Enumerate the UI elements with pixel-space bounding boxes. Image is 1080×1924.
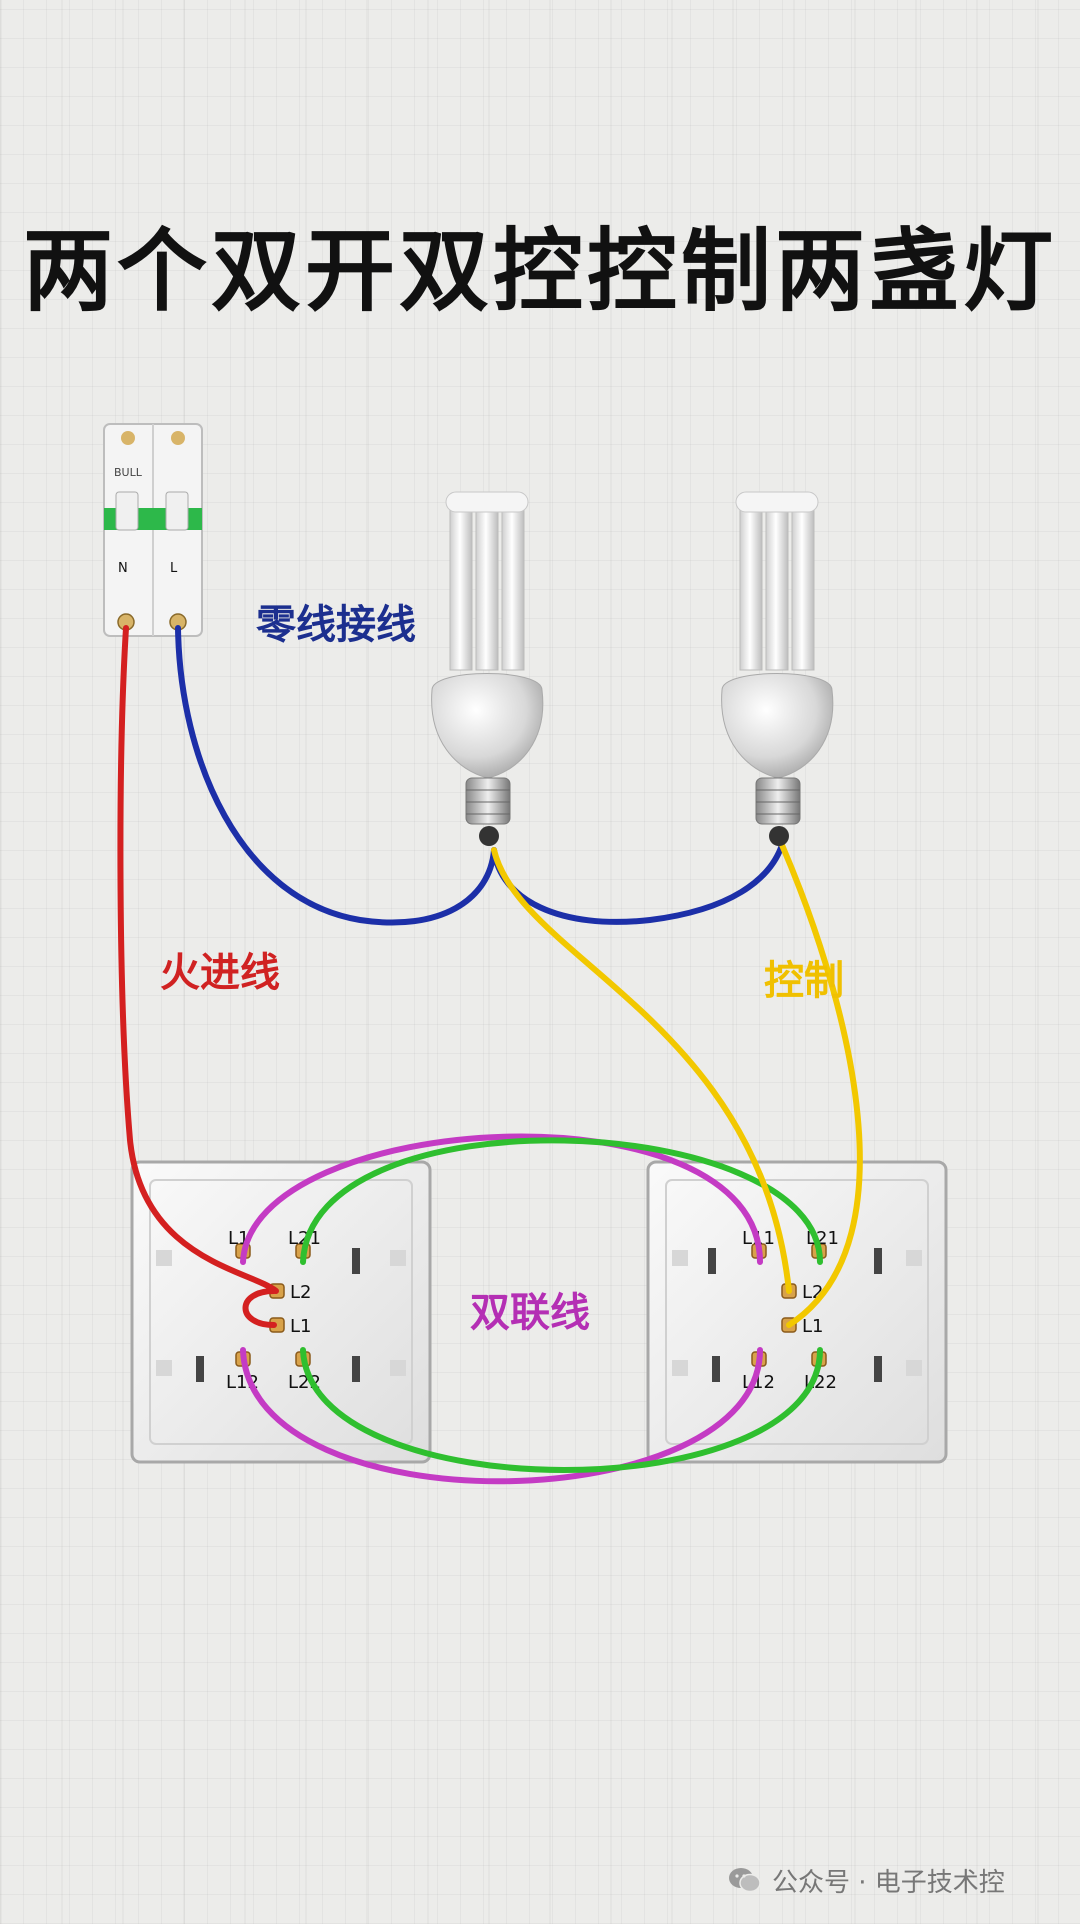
live-wire-jumper [242, 1288, 277, 1328]
left-switch-plate [130, 1160, 432, 1464]
neutral-wire-branch [491, 842, 785, 925]
traveler-wire-purple-top [240, 1133, 763, 1265]
lamp-left [431, 491, 544, 846]
traveler-wire-green-top [300, 1137, 823, 1265]
traveler-label: 双联线 [470, 1290, 590, 1336]
lamp-right [721, 491, 834, 846]
neutral-wire [175, 625, 497, 926]
traveler-wire-purple-bottom [240, 1347, 763, 1485]
breaker-terminal-l: L [170, 561, 178, 576]
watermark: 公众号 · 电子技术控 [728, 1860, 1068, 1900]
control-wire-lamp1 [491, 847, 792, 1294]
live-label: 火进线 [160, 950, 280, 996]
control-label: 控制 [764, 958, 844, 1004]
breaker-brand: BULL [114, 466, 143, 479]
live-wire [117, 625, 279, 1294]
traveler-wire-green-bottom [300, 1347, 823, 1473]
circuit-breaker: BULL N L [103, 423, 203, 637]
right-switch-plate [646, 1160, 948, 1464]
page-title: 两个双开双控控制两盏灯 [23, 219, 1057, 324]
control-wire-lamp2 [779, 842, 863, 1328]
wechat-icon [729, 1868, 761, 1893]
left-terminal-label: L1 [290, 1316, 311, 1337]
left-terminal-label: L2 [290, 1282, 311, 1303]
neutral-label: 零线接线 [256, 602, 416, 648]
right-terminal-label: L1 [802, 1316, 823, 1337]
breaker-terminal-n: N [118, 561, 128, 576]
watermark-text: 公众号 · 电子技术控 [772, 1867, 1005, 1898]
